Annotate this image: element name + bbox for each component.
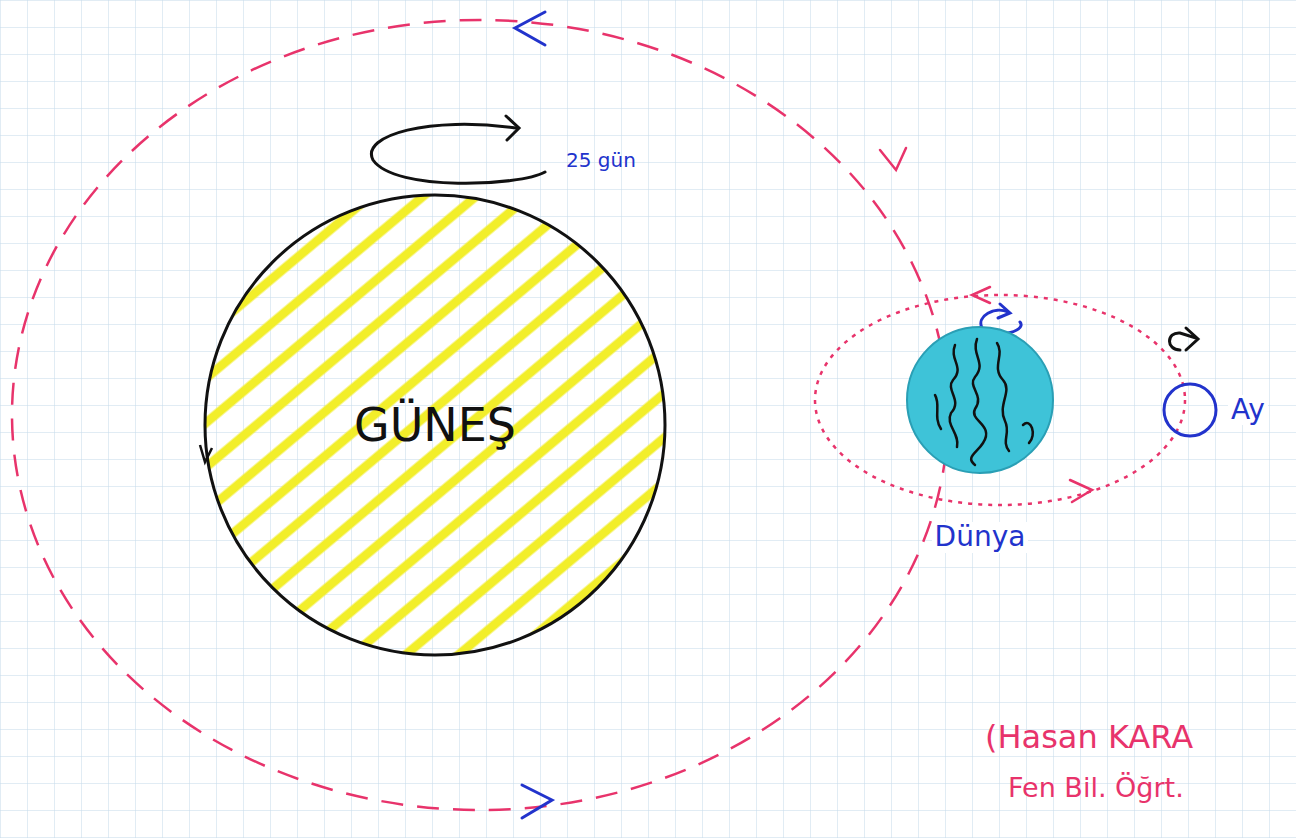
orbit-arrow [880, 148, 906, 170]
earth-node: Dünya [905, 325, 1055, 475]
continent-outline [950, 345, 958, 447]
rotation-arrow [371, 124, 545, 183]
rotation-period: 25 gün [566, 148, 636, 172]
sun-node: GÜNEŞ [203, 193, 667, 657]
orbit-arrow [1070, 480, 1092, 502]
body-label: Dünya [932, 522, 1029, 553]
rotation-arrowhead [998, 304, 1010, 318]
body-label: Ay [1228, 395, 1268, 426]
moon-circle [1164, 384, 1216, 436]
continent-outline [971, 339, 986, 465]
rotation-arrowhead [506, 116, 519, 140]
moon-node: Ay [1162, 382, 1218, 438]
continent-outline [997, 343, 1009, 451]
orbit-arrow [515, 12, 545, 45]
orbit-arrow [972, 287, 990, 303]
earth-circle [907, 327, 1053, 473]
node-outline [1162, 382, 1218, 438]
node-outline [905, 325, 1055, 475]
earth-orbit [12, 20, 948, 810]
rotation-arrowhead [200, 445, 212, 462]
rotation-arrowhead [1186, 328, 1198, 350]
sun-circle [205, 195, 665, 655]
orbit-arrow [522, 785, 552, 818]
author-note: Fen Bil. Öğrt. [1008, 772, 1184, 803]
continent-outline [1023, 423, 1033, 443]
continent-outline [935, 395, 941, 429]
body-name: GÜNEŞ [354, 400, 516, 451]
author-note: (Hasan KARA [985, 718, 1193, 756]
moon-orbit [815, 295, 1185, 505]
